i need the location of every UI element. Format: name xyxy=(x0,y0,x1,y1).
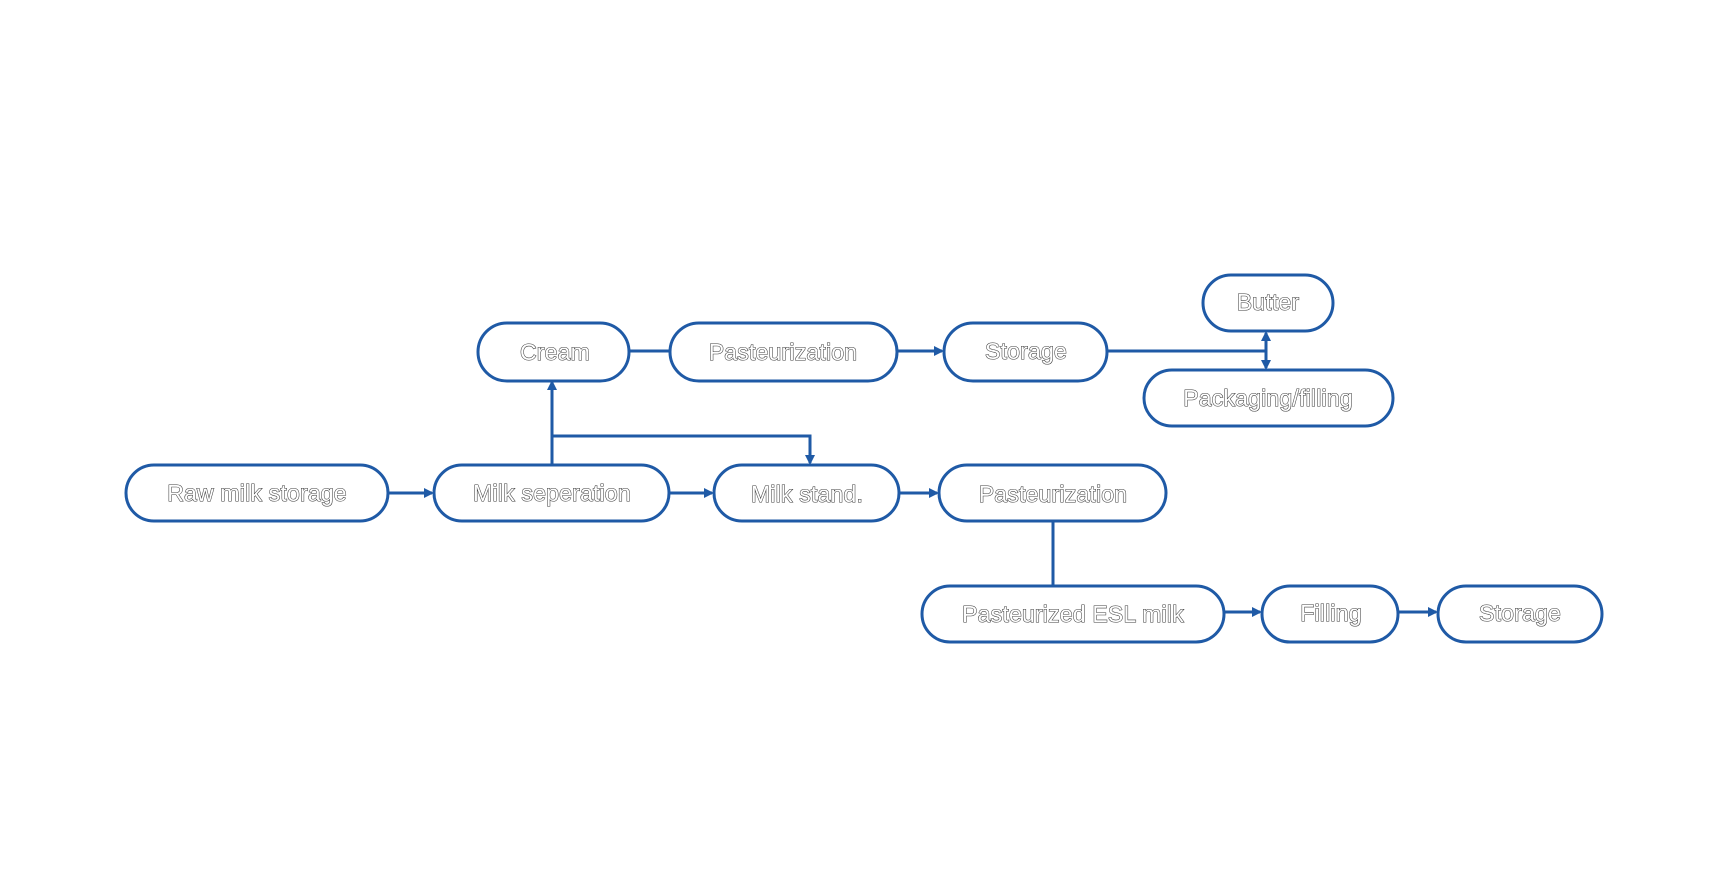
node-butter: Butter xyxy=(1201,273,1335,333)
node-filling: Filling xyxy=(1260,584,1400,644)
node-label: Pasteurized ESL milk xyxy=(962,601,1184,627)
node-storage-cream: Storage xyxy=(942,321,1109,383)
node-label: Storage xyxy=(985,338,1067,364)
node-milk-stand: Milk stand. xyxy=(712,463,901,523)
node-storage-final: Storage xyxy=(1436,584,1604,644)
node-packaging-filling: Packaging/filling xyxy=(1142,368,1395,428)
node-label: Storage xyxy=(1479,600,1561,626)
node-cream: Cream xyxy=(476,321,631,383)
node-pasteurization-cream: Pasteurization xyxy=(668,321,899,383)
node-label: Pasteurization xyxy=(979,481,1128,507)
node-label: Pasteurization xyxy=(709,339,858,365)
node-label: Butter xyxy=(1237,289,1300,315)
node-label: Raw milk storage xyxy=(167,480,347,506)
node-milk-separation: Milk seperation xyxy=(432,463,671,523)
connectors xyxy=(388,331,1438,617)
node-label: Cream xyxy=(520,339,590,365)
node-label: Filling xyxy=(1300,600,1361,626)
node-label: Milk seperation xyxy=(473,480,631,506)
node-raw-milk-storage: Raw milk storage xyxy=(124,463,390,523)
node-label: Packaging/filling xyxy=(1183,385,1353,411)
node-pasteurization-milk: Pasteurization xyxy=(937,463,1168,523)
node-pasteurized-esl-milk: Pasteurized ESL milk xyxy=(920,584,1226,644)
node-label: Milk stand. xyxy=(751,481,863,507)
edge-separation-over-to-stand xyxy=(552,434,815,465)
